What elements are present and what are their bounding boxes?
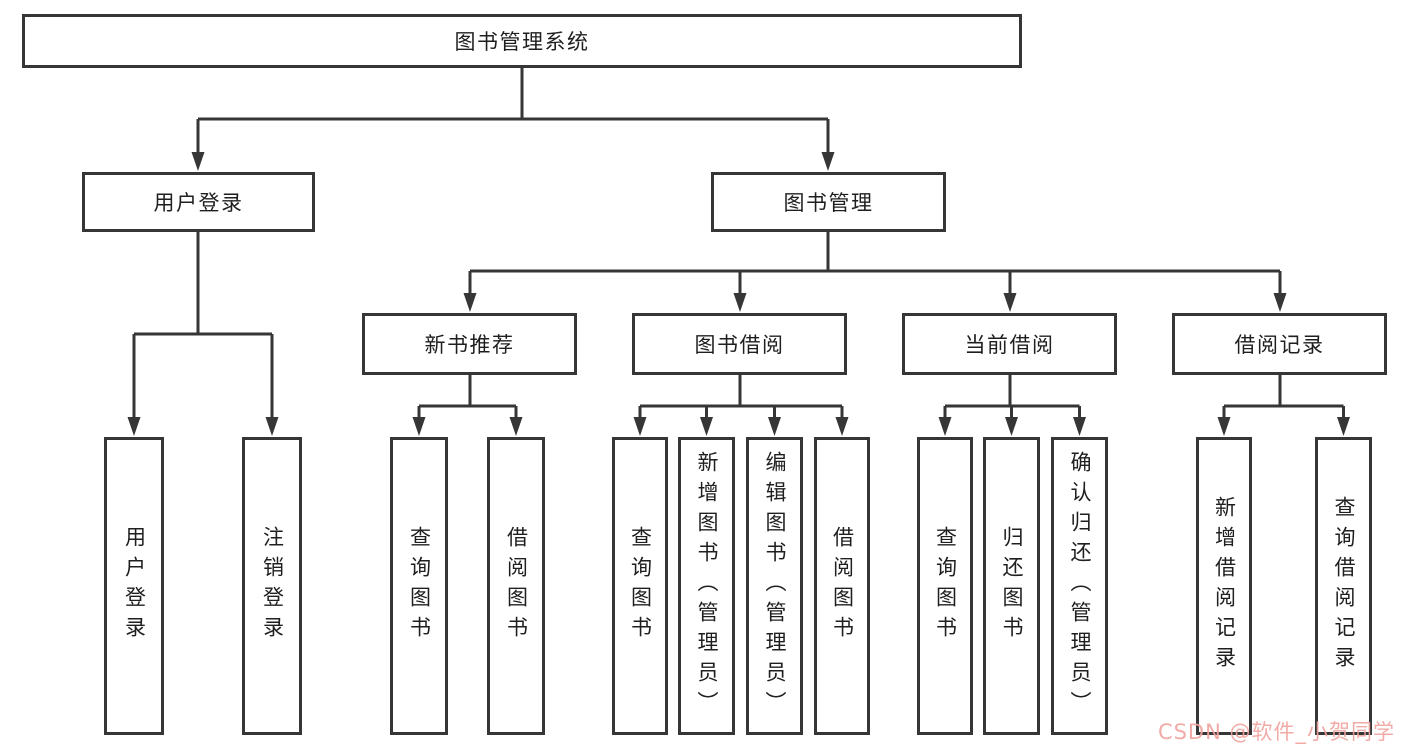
node-label: 借阅图书 [504, 526, 529, 646]
leaf-edit-books-admin: 编辑图书（管理员） [746, 437, 803, 735]
node-label: 当前借阅 [964, 333, 1055, 357]
node-label: 用户登录 [153, 191, 244, 215]
node-label: 查询借阅记录 [1332, 496, 1356, 676]
node-label: 新书推荐 [424, 333, 515, 357]
node-label: 借阅图书 [830, 526, 855, 646]
node-current-borrowing: 当前借阅 [902, 313, 1117, 375]
node-root-system: 图书管理系统 [22, 14, 1022, 68]
leaf-user-login: 用户登录 [104, 437, 164, 735]
leaf-return-books: 归还图书 [983, 437, 1040, 735]
leaf-add-books-admin: 新增图书（管理员） [678, 437, 735, 735]
node-label: 图书借阅 [694, 333, 785, 357]
node-label: 图书管理 [783, 191, 874, 215]
leaf-query-books-current: 查询图书 [917, 437, 973, 735]
node-label: 新增图书（管理员） [695, 451, 719, 721]
watermark: CSDN @软件_小贺同学 [1157, 720, 1395, 744]
node-book-management-module: 图书管理 [711, 172, 946, 232]
leaf-borrow-books-recommend: 借阅图书 [487, 437, 545, 735]
node-label: 新增借阅记录 [1212, 496, 1237, 676]
node-label: 编辑图书（管理员） [763, 451, 787, 721]
node-label: 图书管理系统 [454, 30, 590, 54]
node-label: 借阅记录 [1234, 333, 1325, 357]
leaf-logout: 注销登录 [242, 437, 302, 735]
node-book-borrowing: 图书借阅 [632, 313, 847, 375]
node-borrowing-records: 借阅记录 [1172, 313, 1387, 375]
node-user-login-module: 用户登录 [82, 172, 315, 232]
leaf-query-books-recommend: 查询图书 [390, 437, 448, 735]
node-label: 查询图书 [407, 526, 432, 646]
node-label: 注销登录 [260, 526, 285, 646]
leaf-add-borrow-record: 新增借阅记录 [1196, 437, 1252, 735]
node-label: 查询图书 [933, 526, 958, 646]
node-label: 用户登录 [122, 526, 147, 646]
leaf-query-books-borrowing: 查询图书 [612, 437, 668, 735]
leaf-confirm-return-admin: 确认归还（管理员） [1051, 437, 1108, 735]
node-label: 归还图书 [1000, 526, 1024, 646]
node-new-book-recommend: 新书推荐 [362, 313, 577, 375]
node-label: 查询图书 [628, 526, 653, 646]
leaf-borrow-books: 借阅图书 [814, 437, 870, 735]
leaf-query-borrow-record: 查询借阅记录 [1315, 437, 1372, 735]
node-label: 确认归还（管理员） [1068, 451, 1092, 721]
